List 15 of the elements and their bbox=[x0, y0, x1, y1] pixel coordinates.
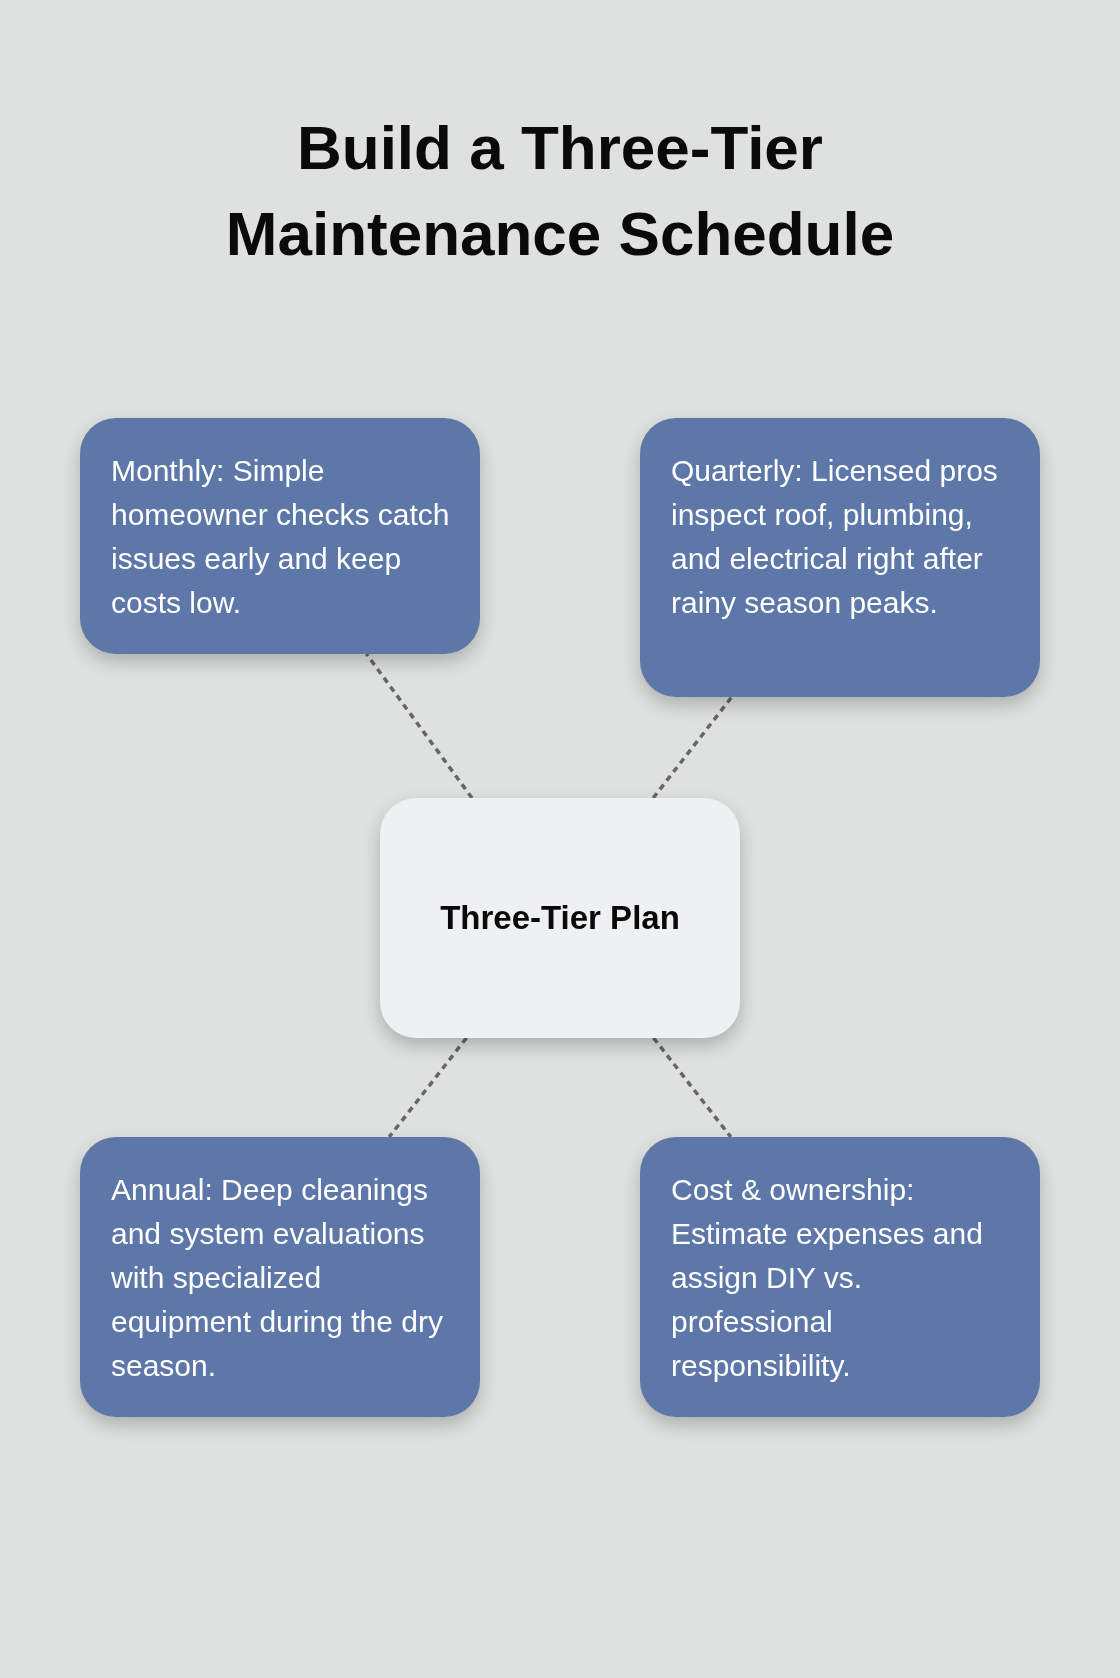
title: Build a Three-Tier Maintenance Schedule bbox=[224, 112, 896, 270]
connector-line bbox=[387, 1036, 468, 1139]
connector-line bbox=[652, 1036, 733, 1139]
info-card bbox=[80, 418, 480, 654]
info-card bbox=[640, 418, 1040, 697]
card-text: Cost & ownership: Estimate expenses and assign DIY vs. professional responsibility. bbox=[671, 1172, 984, 1384]
info-card bbox=[640, 1137, 1040, 1417]
card-text: Annual: Deep cleanings and system evaluations with specialized equipment during the dry season. bbox=[111, 1172, 444, 1384]
card-text: Quarterly: Licensed pros inspect roof, plumbing, and electrical right after rainy season peaks. bbox=[671, 453, 999, 621]
connector-line bbox=[365, 652, 474, 800]
hub-box bbox=[380, 798, 740, 1038]
info-card bbox=[80, 1137, 480, 1417]
connector-line bbox=[651, 695, 734, 800]
card-text: Monthly: Simple homeowner checks catch issues early and keep costs low. bbox=[111, 453, 451, 621]
hub-label: Three-Tier Plan bbox=[440, 898, 680, 938]
